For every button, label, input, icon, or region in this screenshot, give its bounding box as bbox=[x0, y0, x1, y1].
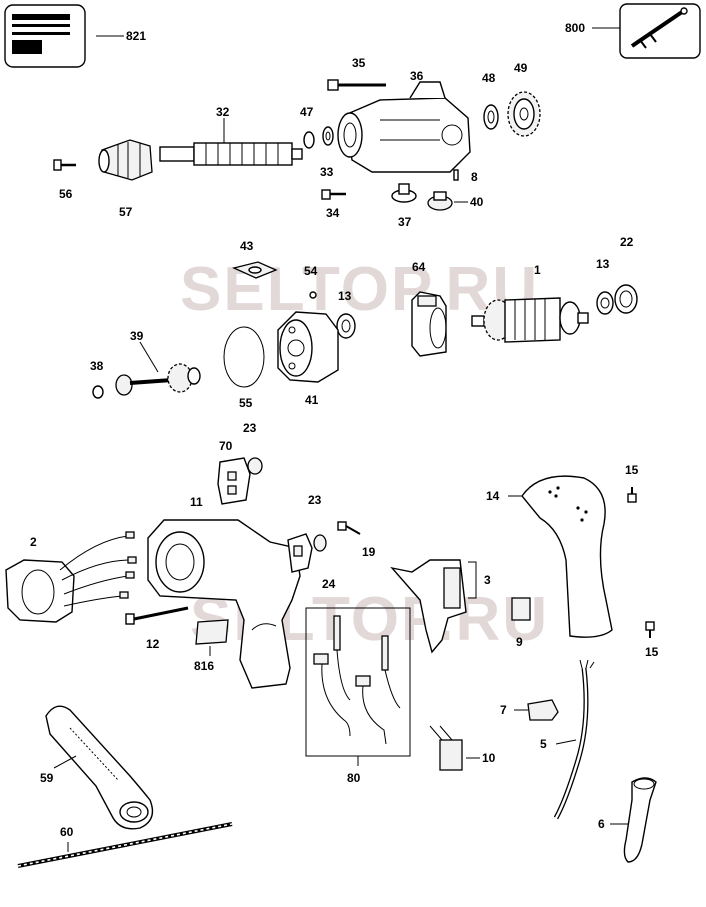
label-800: 800 bbox=[565, 21, 585, 35]
label-9: 9 bbox=[516, 635, 523, 649]
label-15-upper: 15 bbox=[625, 463, 639, 477]
part-34-screw[interactable] bbox=[321, 189, 346, 200]
label-70: 70 bbox=[219, 439, 233, 453]
part-55-o-ring[interactable] bbox=[223, 326, 265, 388]
part-22-bearing[interactable] bbox=[614, 284, 638, 314]
label-10: 10 bbox=[482, 751, 496, 765]
part-9-contact[interactable] bbox=[511, 597, 531, 621]
label-7: 7 bbox=[500, 703, 507, 717]
label-38: 38 bbox=[90, 359, 104, 373]
part-49-gear[interactable] bbox=[507, 91, 541, 137]
label-57: 57 bbox=[119, 205, 133, 219]
part-56-screw[interactable] bbox=[53, 159, 76, 171]
part-48-washer[interactable] bbox=[483, 104, 499, 130]
part-14-handle-half[interactable] bbox=[521, 475, 613, 638]
part-70-switch-lever[interactable] bbox=[217, 457, 251, 505]
part-821-label-plate[interactable] bbox=[4, 4, 86, 68]
label-24: 24 bbox=[322, 577, 336, 591]
label-49: 49 bbox=[514, 61, 528, 75]
label-1: 1 bbox=[534, 263, 541, 277]
label-821: 821 bbox=[126, 29, 146, 43]
label-34: 34 bbox=[326, 206, 340, 220]
part-13-bearing-right[interactable] bbox=[596, 291, 614, 315]
part-57-chuck[interactable] bbox=[98, 139, 153, 181]
part-10-suppressor[interactable] bbox=[429, 725, 463, 771]
label-54: 54 bbox=[304, 264, 318, 278]
label-80: 80 bbox=[347, 771, 361, 785]
part-39-intermediate-shaft[interactable] bbox=[115, 363, 201, 396]
part-37-shift-knob[interactable] bbox=[391, 183, 417, 203]
part-7-cord-clamp[interactable] bbox=[527, 699, 559, 721]
label-23-upper: 23 bbox=[243, 421, 257, 435]
part-35-screw[interactable] bbox=[327, 79, 386, 91]
label-11: 11 bbox=[190, 495, 203, 509]
label-37: 37 bbox=[398, 215, 412, 229]
part-11-motor-housing[interactable] bbox=[147, 519, 301, 689]
part-13-bearing-middle[interactable] bbox=[336, 313, 356, 339]
part-15-screw-lower[interactable] bbox=[645, 621, 655, 638]
label-14: 14 bbox=[486, 489, 500, 503]
label-3: 3 bbox=[484, 573, 491, 587]
label-13-middle: 13 bbox=[338, 289, 352, 303]
label-39: 39 bbox=[130, 329, 144, 343]
part-36-gear-housing[interactable] bbox=[337, 81, 471, 173]
label-60: 60 bbox=[60, 825, 74, 839]
part-60-depth-rod[interactable] bbox=[17, 822, 233, 868]
label-8: 8 bbox=[471, 170, 478, 184]
part-5-power-cord[interactable] bbox=[553, 659, 595, 820]
label-15-lower: 15 bbox=[645, 645, 659, 659]
part-800-service-tool[interactable] bbox=[619, 3, 701, 59]
part-23-knob-middle[interactable] bbox=[313, 534, 327, 552]
label-35: 35 bbox=[352, 56, 366, 70]
label-13-right: 13 bbox=[596, 257, 610, 271]
label-36: 36 bbox=[410, 69, 424, 83]
part-47-retaining-ring[interactable] bbox=[303, 131, 315, 149]
label-6: 6 bbox=[598, 817, 605, 831]
label-48: 48 bbox=[482, 71, 496, 85]
part-41-gear-case[interactable] bbox=[277, 311, 339, 383]
label-64: 64 bbox=[412, 260, 426, 274]
part-40-cap[interactable] bbox=[427, 191, 453, 211]
label-40: 40 bbox=[470, 195, 484, 209]
label-47: 47 bbox=[300, 105, 314, 119]
label-23-middle: 23 bbox=[308, 493, 322, 507]
part-1-armature[interactable] bbox=[471, 297, 589, 343]
part-23-knob-upper[interactable] bbox=[247, 457, 263, 475]
label-41: 41 bbox=[305, 393, 319, 407]
label-56: 56 bbox=[59, 187, 73, 201]
label-32: 32 bbox=[216, 105, 230, 119]
part-43-plate[interactable] bbox=[232, 261, 278, 279]
part-59-side-handle[interactable] bbox=[45, 705, 154, 830]
label-12: 12 bbox=[146, 637, 160, 651]
part-3-trigger-switch[interactable] bbox=[390, 559, 477, 654]
part-12-screw[interactable] bbox=[125, 606, 189, 625]
part-24-reversing-lever[interactable] bbox=[287, 533, 313, 573]
part-64-brush-holder[interactable] bbox=[411, 291, 447, 357]
part-38-washer[interactable] bbox=[92, 385, 104, 399]
part-15-screw-upper[interactable] bbox=[627, 487, 637, 503]
part-32-spindle[interactable] bbox=[159, 142, 303, 166]
label-19: 19 bbox=[362, 545, 376, 559]
part-54-ball[interactable] bbox=[309, 291, 317, 299]
label-5: 5 bbox=[540, 737, 547, 751]
label-59: 59 bbox=[40, 771, 54, 785]
part-816-label[interactable] bbox=[195, 619, 229, 645]
label-2: 2 bbox=[30, 535, 37, 549]
label-816: 816 bbox=[194, 659, 214, 673]
part-6-cord-guard[interactable] bbox=[623, 777, 657, 863]
label-33: 33 bbox=[320, 165, 334, 179]
part-2-field-stator[interactable] bbox=[5, 531, 137, 623]
label-22: 22 bbox=[620, 235, 634, 249]
part-33-ring[interactable] bbox=[322, 126, 334, 146]
part-19-screw[interactable] bbox=[337, 521, 361, 535]
label-55: 55 bbox=[239, 396, 253, 410]
part-8-pin[interactable] bbox=[453, 169, 459, 181]
label-43: 43 bbox=[240, 239, 254, 253]
